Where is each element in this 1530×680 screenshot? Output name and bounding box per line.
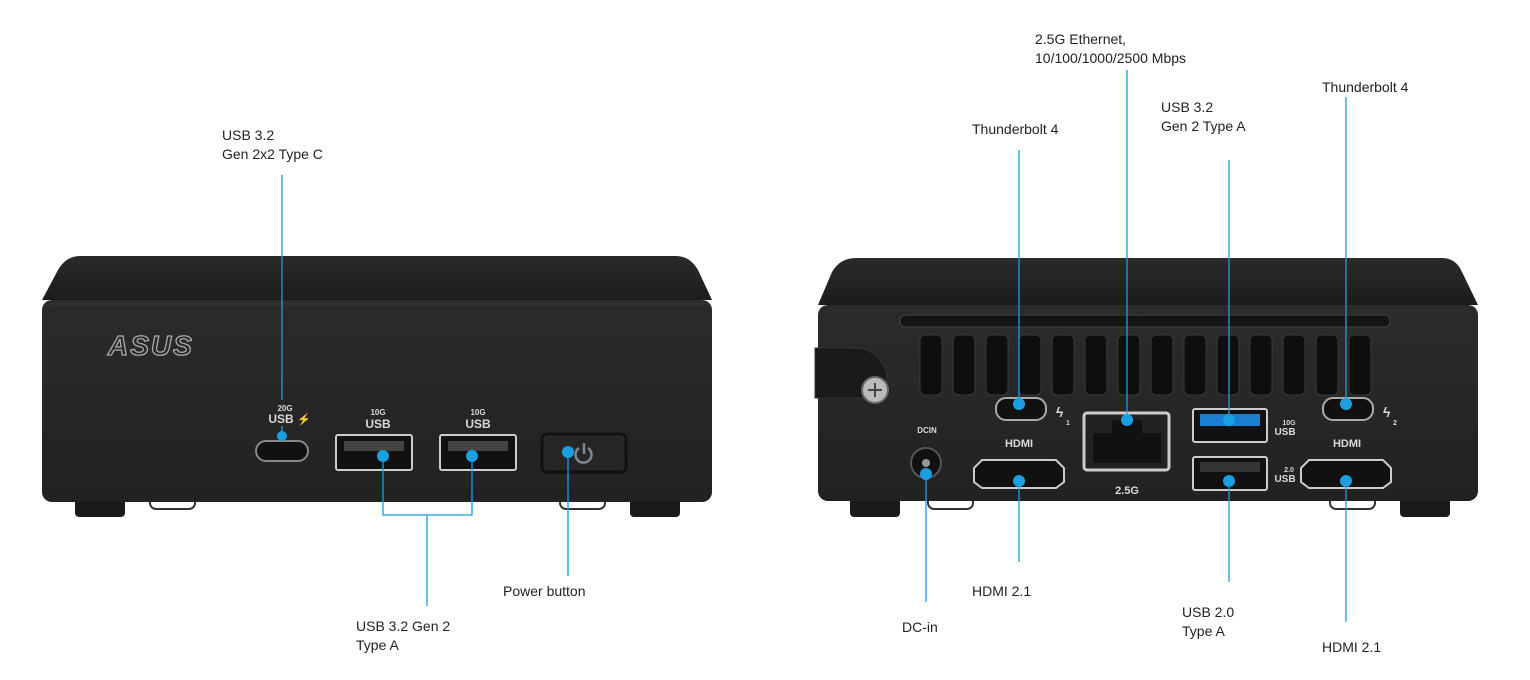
- label-line: USB 3.2 Gen 2: [356, 618, 451, 634]
- port-mark: 20G: [277, 404, 292, 413]
- label-line: 10/100/1000/2500 Mbps: [1035, 50, 1187, 66]
- vent-slot: [1117, 334, 1141, 396]
- label-line: Type A: [356, 637, 399, 653]
- vent-slot: [952, 334, 976, 396]
- vent-grille: [919, 334, 1372, 396]
- label-line: USB 3.2: [222, 127, 275, 143]
- callout-thunderbolt-right: Thunderbolt 4: [1322, 79, 1409, 95]
- back-device: DCIN ϟ 1 HDMI 2.5G 10G USB 2.0 USB ϟ 2 H…: [814, 258, 1478, 517]
- port-mark: USB: [365, 417, 391, 431]
- thunderbolt-icon: ϟ: [1383, 404, 1391, 420]
- vent-slot: [1282, 334, 1306, 396]
- vent-slot: [1183, 334, 1207, 396]
- vent-slot: [1084, 334, 1108, 396]
- port-mark: HDMI: [1333, 438, 1361, 450]
- label-line: Gen 2x2 Type C: [222, 146, 323, 162]
- vent-slot: [1315, 334, 1339, 396]
- vent-slot: [1348, 334, 1372, 396]
- vent-slot: [1051, 334, 1075, 396]
- callout-power-button: Power button: [503, 583, 586, 599]
- label-line: USB 2.0: [1182, 604, 1235, 620]
- vent-slot: [1018, 334, 1042, 396]
- power-icon: [574, 443, 593, 464]
- port-mark: USB: [1274, 474, 1295, 485]
- port-mark: 2.5G: [1115, 485, 1139, 497]
- port-mark: USB: [465, 417, 491, 431]
- port-mark: 2.0: [1284, 467, 1294, 474]
- top-surface: [818, 258, 1478, 305]
- port-mark: 10G: [1282, 420, 1296, 427]
- usb-a-port: [439, 434, 517, 471]
- usb-a-port: [335, 434, 413, 471]
- vent-slot: [985, 334, 1009, 396]
- port-mark: USB: [268, 412, 294, 426]
- port-mark: DCIN: [917, 426, 937, 435]
- callout-thunderbolt-left: Thunderbolt 4: [972, 121, 1059, 137]
- callout-hdmi-left: HDMI 2.1: [972, 583, 1032, 599]
- thunderbolt-icon: ϟ: [1056, 404, 1064, 420]
- lightning-icon: ⚡: [297, 413, 311, 426]
- vent-slot: [1249, 334, 1273, 396]
- label-line: Gen 2 Type A: [1161, 118, 1246, 134]
- label-line: 2.5G Ethernet,: [1035, 31, 1127, 47]
- vent-slot: [1150, 334, 1174, 396]
- callout-dots: [277, 398, 1352, 487]
- callout-lines: [281, 70, 1347, 622]
- callout-usb-a-front: USB 3.2 Gen 2 Type A: [356, 617, 450, 655]
- port-mark: HDMI: [1005, 438, 1033, 450]
- port-mark: 10G: [370, 408, 385, 417]
- asus-logo: ASUS: [107, 330, 194, 361]
- port-mark: 2: [1393, 420, 1397, 427]
- callout-ethernet: 2.5G Ethernet, 10/100/1000/2500 Mbps: [1035, 30, 1186, 68]
- label-line: USB 3.2: [1161, 99, 1214, 115]
- hdmi-port: [1300, 459, 1392, 489]
- label-line: Type A: [1182, 623, 1225, 639]
- callout-hdmi-right: HDMI 2.1: [1322, 639, 1382, 655]
- front-device: ASUS 20G USB ⚡ 10G USB 10G USB: [42, 256, 712, 517]
- port-mark: USB: [1274, 427, 1295, 438]
- port-mark: 1: [1066, 420, 1070, 427]
- rear-face: [818, 305, 1478, 501]
- vent-slot: [919, 334, 943, 396]
- vent-slot: [1216, 334, 1240, 396]
- usb-c-port: [255, 440, 309, 462]
- top-surface: [42, 256, 712, 300]
- callout-dc-in: DC-in: [902, 619, 938, 635]
- port-mark: 10G: [470, 408, 485, 417]
- hdmi-port: [973, 459, 1065, 489]
